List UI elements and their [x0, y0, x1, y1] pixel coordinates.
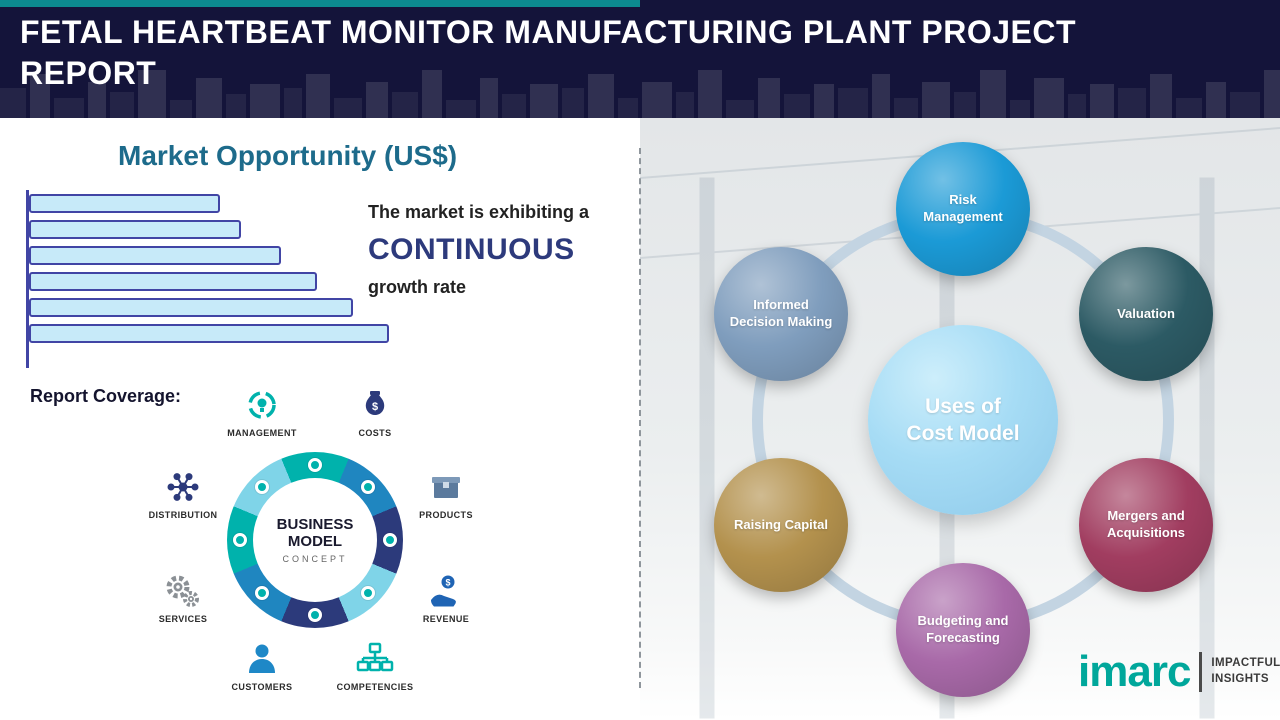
gears-icon: [166, 575, 199, 607]
business-model-diagram: BUSINESS MODEL CONCEPT: [215, 440, 415, 640]
svg-text:$: $: [445, 578, 450, 588]
growth-text-line2: growth rate: [368, 277, 467, 297]
svg-text:$: $: [372, 401, 378, 413]
growth-text-highlight: CONTINUOUS: [368, 233, 575, 266]
ring-node-dot: [308, 458, 322, 472]
bar-chart-axis: [26, 190, 29, 368]
header-band: FETAL HEARTBEAT MONITOR MANUFACTURING PL…: [0, 0, 1280, 118]
management-cycle-icon: [248, 391, 276, 419]
imarc-logo-tagline: IMPACTFUL INSIGHTS: [1211, 657, 1280, 685]
market-bar: [29, 324, 389, 343]
ring-node-dot: [255, 480, 269, 494]
node-informed-decision-making: Informed Decision Making: [714, 247, 848, 381]
vertical-dashed-divider: [639, 148, 641, 688]
logo-divider-bar: [1199, 652, 1203, 692]
person-icon: [249, 644, 275, 673]
node-label: Valuation: [1117, 305, 1175, 321]
business-model-center-label: BUSINESS MODEL CONCEPT: [276, 515, 354, 565]
cost-model-center: Uses of Cost Model: [868, 325, 1058, 515]
node-label: Risk Management: [923, 192, 1003, 224]
bm-item-management: MANAGEMENT: [217, 386, 307, 438]
node-risk-management: Risk Management: [896, 142, 1030, 276]
hand-coin-icon: $: [431, 575, 456, 607]
bm-item-customers: CUSTOMERS: [217, 640, 307, 692]
growth-text-line1: The market is exhibiting a: [368, 202, 590, 222]
org-chart-icon: [356, 642, 394, 672]
market-opportunity-bar-chart: [29, 194, 399, 350]
ring-node-dot: [383, 533, 397, 547]
network-icon: [167, 473, 199, 501]
business-model-ring: [227, 452, 403, 628]
growth-text-block: The market is exhibiting a CONTINUOUS gr…: [368, 202, 628, 298]
city-skyline-graphic: [0, 70, 1280, 118]
bm-item-competencies: COMPETENCIES: [330, 640, 420, 692]
ring-node-dot: [255, 586, 269, 600]
node-raising-capital: Raising Capital: [714, 458, 848, 592]
ring-node-dot: [233, 533, 247, 547]
left-panel: Market Opportunity (US$) The market is e…: [0, 118, 640, 720]
node-label: Informed Decision Making: [729, 297, 833, 329]
ring-node-dot: [308, 608, 322, 622]
market-bar: [29, 272, 317, 291]
bm-item-services: SERVICES: [138, 572, 228, 624]
node-label: Budgeting and Forecasting: [917, 613, 1009, 645]
ring-node-dot: [361, 586, 375, 600]
page-title: FETAL HEARTBEAT MONITOR MANUFACTURING PL…: [20, 14, 1076, 91]
market-bar: [29, 220, 242, 239]
right-panel: Uses of Cost Model Risk Management Valua…: [640, 118, 1280, 720]
bm-item-products: PRODUCTS: [401, 468, 491, 520]
money-bag-icon: $: [365, 391, 385, 415]
market-opportunity-title: Market Opportunity (US$): [118, 140, 458, 171]
node-budgeting-forecasting: Budgeting and Forecasting: [896, 563, 1030, 697]
node-label: Raising Capital: [734, 516, 828, 532]
header-accent-bar: [0, 0, 640, 7]
ring-node-dot: [361, 480, 375, 494]
market-bar: [29, 246, 281, 265]
report-coverage-label: Report Coverage:: [30, 386, 182, 406]
bm-item-distribution: DISTRIBUTION: [138, 468, 228, 520]
bm-item-revenue: $ REVENUE: [401, 572, 491, 624]
imarc-logo-wordmark: imarc: [1078, 647, 1191, 696]
node-mergers-acquisitions: Mergers and Acquisitions: [1079, 458, 1213, 592]
market-bar: [29, 298, 353, 317]
market-bar: [29, 194, 220, 213]
node-valuation: Valuation: [1079, 247, 1213, 381]
imarc-logo: imarc IMPACTFUL INSIGHTS: [1078, 650, 1280, 694]
node-label: Mergers and Acquisitions: [1106, 508, 1185, 540]
box-icon: [432, 477, 460, 498]
bm-item-costs: $ COSTS: [330, 386, 420, 438]
